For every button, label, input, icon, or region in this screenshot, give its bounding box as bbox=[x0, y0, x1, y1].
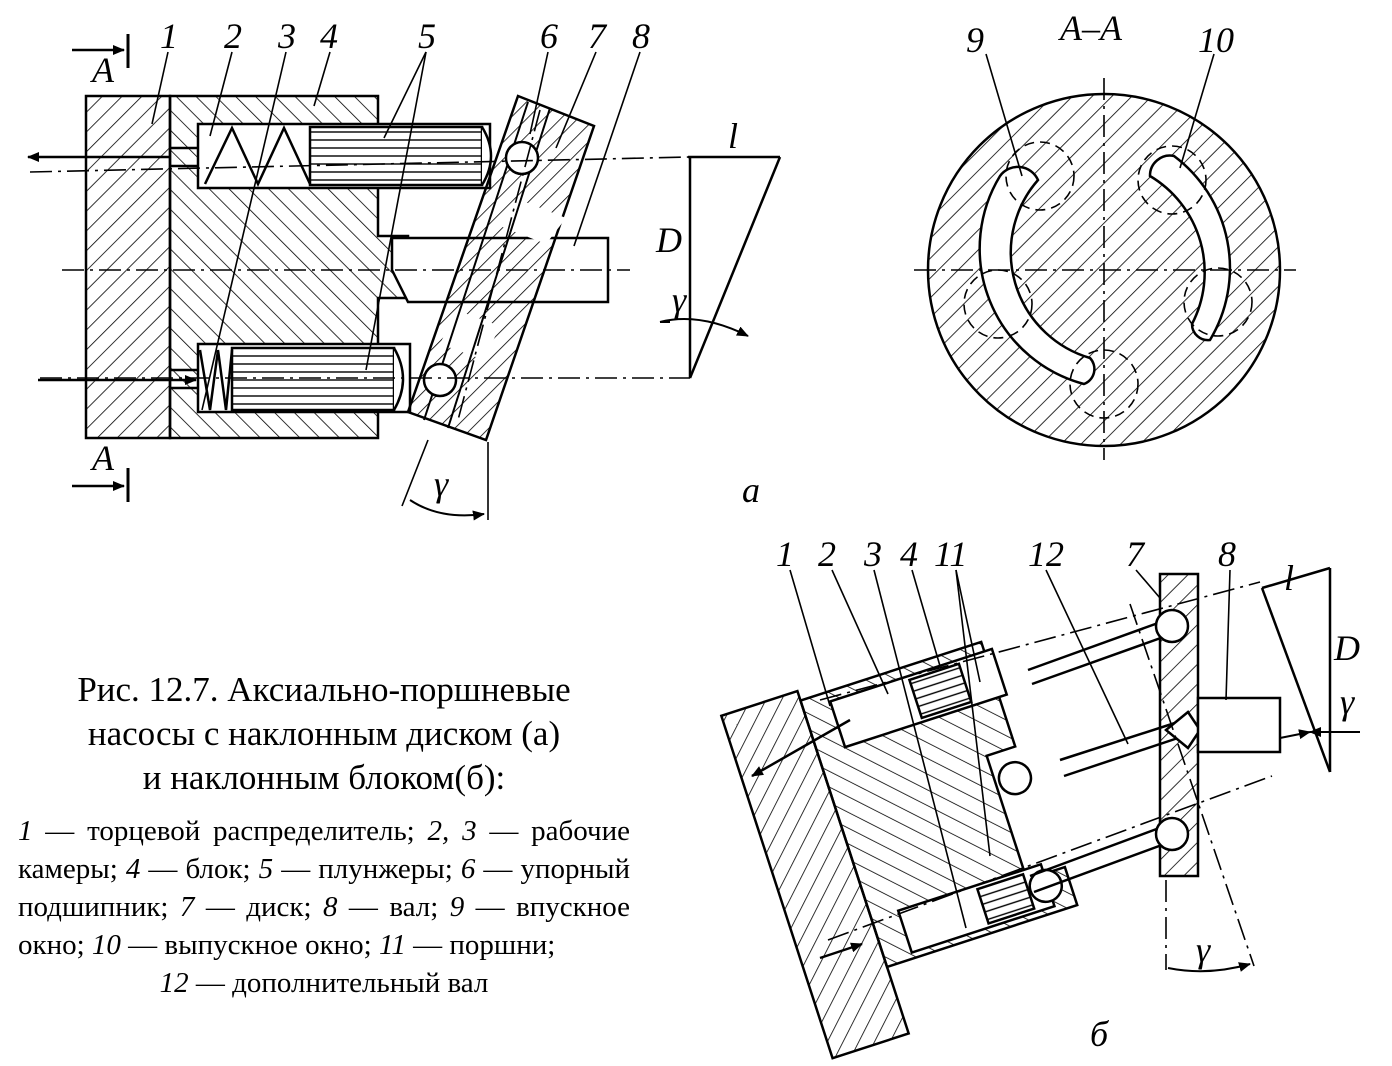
section-title: А–А bbox=[1058, 8, 1123, 48]
label-a-5: 5 bbox=[418, 16, 436, 56]
caption-line-1: Рис. 12.7. Аксиально-поршневые bbox=[77, 670, 571, 709]
label-b-3: 3 bbox=[863, 534, 882, 574]
b-mid-ball bbox=[997, 760, 1033, 796]
distributor-plate bbox=[84, 94, 172, 440]
figure-legend: 1 — торцевой распределитель; 2, 3 — рабо… bbox=[18, 812, 630, 1002]
angle-gamma-a-right: γ bbox=[672, 280, 687, 320]
b-top-piston bbox=[907, 662, 973, 720]
label-b-2: 2 bbox=[818, 534, 836, 574]
view-a-labels: 1 2 3 4 5 6 7 8 A A l D γ γ а bbox=[90, 16, 760, 510]
figure-caption-title: Рис. 12.7. Аксиально-поршневые насосы с … bbox=[18, 668, 630, 800]
b-bottom-piston bbox=[975, 872, 1036, 925]
view-a-pump bbox=[27, 34, 782, 521]
section-mark-bottom: A bbox=[90, 438, 115, 478]
caption-line-2: насосы с наклонным диском (а) bbox=[87, 714, 561, 753]
top-ball bbox=[504, 140, 540, 176]
angle-gamma-a-bottom: γ bbox=[434, 464, 449, 504]
caption-line-3: и наклонным блоком(б): bbox=[142, 758, 506, 797]
label-b-4: 4 bbox=[900, 534, 918, 574]
b-shaft bbox=[1196, 696, 1282, 754]
legend-text: 1 — торцевой распределитель; 2, 3 — рабо… bbox=[18, 815, 631, 999]
dim-D-a: D bbox=[655, 220, 682, 260]
label-a-1: 1 bbox=[160, 16, 178, 56]
dim-D-b: D bbox=[1333, 628, 1360, 668]
label-a-3: 3 bbox=[277, 16, 296, 56]
label-a-6: 6 bbox=[540, 16, 558, 56]
inlet-slot bbox=[978, 165, 1096, 386]
label-a-2: 2 bbox=[224, 16, 242, 56]
dim-l-b: l bbox=[1284, 558, 1294, 598]
label-a-4: 4 bbox=[320, 16, 338, 56]
outlet-slot bbox=[1148, 154, 1232, 342]
label-b-12: 12 bbox=[1028, 534, 1064, 574]
view-a-letter: а bbox=[742, 470, 760, 510]
view-b-letter: б bbox=[1090, 1014, 1110, 1054]
label-a-7: 7 bbox=[588, 16, 608, 56]
section-mark-top: A bbox=[90, 50, 115, 90]
section-aa bbox=[914, 53, 1296, 460]
bottom-plunger bbox=[230, 346, 396, 412]
label-b-7: 7 bbox=[1126, 534, 1146, 574]
label-9: 9 bbox=[966, 20, 984, 60]
top-plunger bbox=[308, 125, 484, 187]
label-a-8: 8 bbox=[632, 16, 650, 56]
view-b-labels: 1 2 3 4 11 12 7 8 l D γ γ б bbox=[776, 534, 1360, 1054]
section-labels: А–А 9 10 bbox=[966, 8, 1234, 60]
label-b-8: 8 bbox=[1218, 534, 1236, 574]
angle-gamma-b-right: γ bbox=[1340, 682, 1355, 722]
top-spring bbox=[203, 125, 312, 187]
view-b-pump bbox=[719, 566, 1360, 1060]
label-b-1: 1 bbox=[776, 534, 794, 574]
angle-gamma-b-bottom: γ bbox=[1196, 930, 1211, 970]
bottom-ball bbox=[422, 362, 458, 398]
label-10: 10 bbox=[1198, 20, 1234, 60]
label-b-11: 11 bbox=[934, 534, 967, 574]
dim-l-a: l bbox=[728, 116, 738, 156]
